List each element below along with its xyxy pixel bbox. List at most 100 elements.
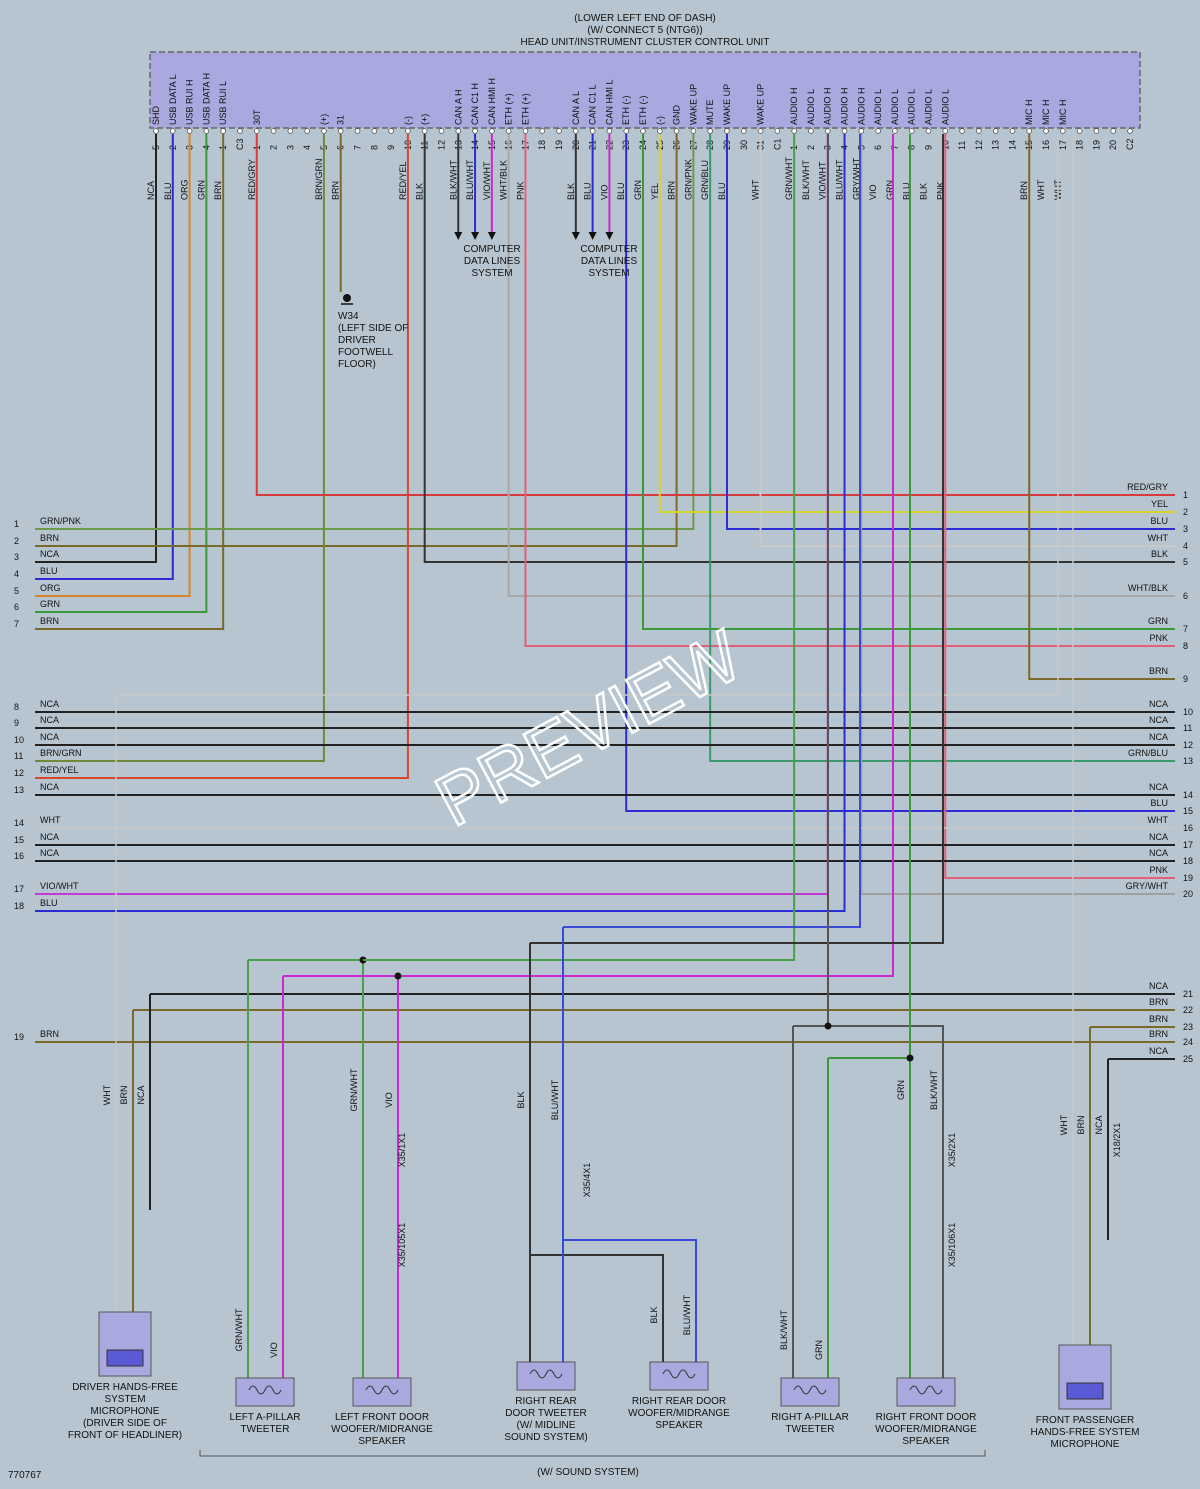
pin-name: (+) bbox=[319, 114, 329, 125]
pin-name: WAKE UP bbox=[688, 84, 698, 125]
pin-wire-color: BLK/WHT bbox=[801, 159, 811, 200]
pin-number: 18 bbox=[537, 140, 547, 150]
arrow-icon bbox=[605, 232, 614, 240]
speaker-icon bbox=[235, 1377, 295, 1407]
pin-name: ETH (-) bbox=[621, 96, 631, 126]
pin-wire-color: BLU bbox=[902, 182, 912, 200]
pin-number: 12 bbox=[436, 140, 446, 150]
left-row-number: 5 bbox=[14, 586, 19, 596]
component-wire-label: GRN/WHT bbox=[349, 1068, 359, 1111]
component-wire-label: WHT bbox=[102, 1084, 112, 1105]
wire bbox=[658, 134, 1175, 513]
right-row-label: WHT bbox=[1148, 815, 1169, 825]
pin-wire-color: GRN/PNK bbox=[683, 159, 693, 200]
right-row-label: NCA bbox=[1149, 715, 1168, 725]
speaker-icon bbox=[352, 1377, 412, 1407]
pin-number: 14 bbox=[1007, 140, 1017, 150]
left-row-number: 7 bbox=[14, 619, 19, 629]
coil-icon bbox=[909, 1385, 943, 1395]
eth-wire bbox=[507, 134, 1175, 597]
right-row-label: BLK bbox=[1151, 549, 1168, 559]
right-row-label: BRN bbox=[1149, 1014, 1168, 1024]
right-row-number: 25 bbox=[1183, 1054, 1193, 1064]
left-row-number: 11 bbox=[14, 751, 23, 761]
right-row-number: 23 bbox=[1183, 1022, 1193, 1032]
pin-terminal bbox=[321, 128, 327, 134]
pin-terminal bbox=[1093, 128, 1100, 134]
component-wire-label: BRN bbox=[1076, 1115, 1086, 1134]
right-row-number: 2 bbox=[1183, 507, 1188, 517]
pin-wire-color: BLU bbox=[616, 182, 626, 200]
right-row-number: 7 bbox=[1183, 624, 1188, 634]
wake-wire bbox=[35, 134, 695, 530]
left-row-label: BRN bbox=[40, 533, 59, 543]
right-row-number: 14 bbox=[1183, 790, 1193, 800]
left-row-number: 12 bbox=[14, 768, 24, 778]
speaker-wire bbox=[248, 959, 364, 1378]
left-row-number: 4 bbox=[14, 569, 19, 579]
connector-label: X35/106X1 bbox=[947, 1223, 957, 1268]
right-row-number: 9 bbox=[1183, 674, 1188, 684]
left-row-label: BRN bbox=[40, 1029, 59, 1039]
speaker-icon bbox=[780, 1377, 840, 1407]
pin-wire-color: BLU/WHT bbox=[465, 159, 475, 200]
pin-name: AUDIO L bbox=[940, 89, 950, 125]
pin-number: 8 bbox=[369, 145, 379, 150]
pin-wire-color: BLK bbox=[918, 183, 928, 200]
pin-wire-color: VIO/WHT bbox=[482, 161, 492, 200]
svg-text:DATA LINES: DATA LINES bbox=[464, 256, 521, 267]
pin-terminal bbox=[455, 128, 462, 134]
left-row-label: GRN/PNK bbox=[40, 516, 81, 526]
pin-wire-color: BLU bbox=[717, 182, 727, 200]
pin-name: AUDIO L bbox=[890, 89, 900, 125]
pin-wire-color: BRN bbox=[331, 181, 341, 200]
right-row-label: GRN bbox=[1148, 616, 1168, 626]
pin-name: ETH (-) bbox=[638, 96, 648, 126]
pin-terminal bbox=[875, 128, 881, 134]
speaker-wire bbox=[793, 1025, 944, 1378]
component-layer: DRIVER HANDS-FREESYSTEMMICROPHONE(DRIVER… bbox=[68, 1311, 1139, 1450]
component-wire-label: GRN/WHT bbox=[234, 1308, 244, 1351]
left-row-number: 10 bbox=[14, 735, 24, 745]
pin-terminal bbox=[354, 128, 361, 134]
wht-wire bbox=[120, 134, 1059, 696]
left-row-number: 6 bbox=[14, 602, 19, 612]
pin-number: 18 bbox=[1075, 140, 1085, 150]
component-wire-label: GRN bbox=[896, 1080, 906, 1100]
pin-terminal bbox=[270, 128, 277, 134]
pin-name: CAN C1 H bbox=[470, 83, 480, 125]
component-wire-label: VIO bbox=[384, 1092, 394, 1108]
pin-name: MIC H bbox=[1041, 100, 1051, 126]
right-row-label: BRN bbox=[1149, 997, 1168, 1007]
header-line3: HEAD UNIT/INSTRUMENT CLUSTER CONTROL UNI… bbox=[521, 37, 770, 48]
pin-wire-color: VIO bbox=[599, 184, 609, 200]
wake-wire bbox=[759, 134, 1175, 547]
right-row-number: 8 bbox=[1183, 641, 1188, 651]
pin-terminal bbox=[976, 128, 982, 134]
component-label: SOUND SYSTEM) bbox=[504, 1432, 587, 1443]
pin-number: 2 bbox=[806, 145, 816, 150]
pin-name: AUDIO H bbox=[840, 87, 850, 125]
pin-terminal bbox=[1043, 128, 1049, 134]
audio-wire bbox=[363, 134, 796, 961]
svg-text:(LEFT SIDE OF: (LEFT SIDE OF bbox=[338, 323, 408, 334]
left-row-label: NCA bbox=[40, 549, 59, 559]
pin-terminal bbox=[237, 128, 243, 134]
pin-number: C3 bbox=[235, 138, 245, 150]
component-wire-label: BLU/WHT bbox=[550, 1079, 560, 1120]
component-label: SPEAKER bbox=[655, 1420, 702, 1431]
right-row-number: 22 bbox=[1183, 1005, 1193, 1015]
pin-terminal bbox=[673, 128, 680, 134]
svg-text:COMPUTER: COMPUTER bbox=[463, 244, 520, 255]
component-wire-label: BLK bbox=[649, 1306, 659, 1323]
connector-label: X35/2X1 bbox=[947, 1133, 957, 1168]
minus-wire bbox=[35, 134, 409, 779]
right-row-label: WHT bbox=[1148, 533, 1169, 543]
pin-terminal bbox=[774, 128, 781, 134]
pin-number: 20 bbox=[1108, 140, 1118, 150]
pin-terminal bbox=[908, 128, 915, 134]
header-line2: (W/ CONNECT 5 (NTG6)) bbox=[587, 25, 702, 36]
connector-label: X35/4X1 bbox=[582, 1163, 592, 1198]
pin-number: 9 bbox=[923, 145, 933, 150]
